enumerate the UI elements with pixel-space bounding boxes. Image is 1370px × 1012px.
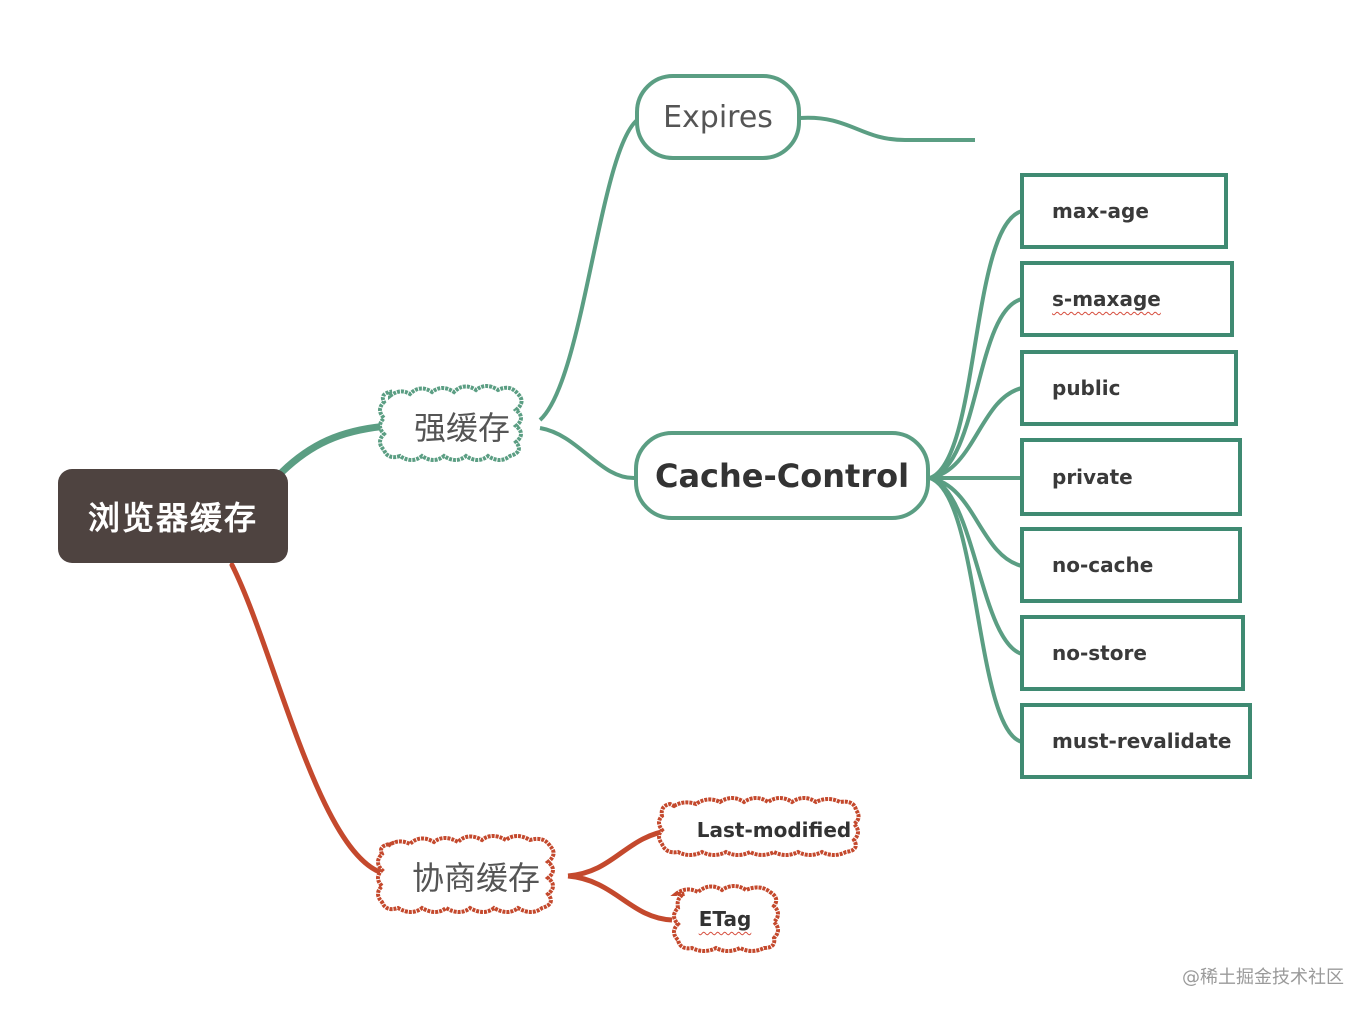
directive-label: must-revalidate — [1052, 729, 1232, 753]
cache-control-node[interactable]: Cache-Control — [634, 431, 930, 520]
etag-cloud — [670, 884, 780, 953]
directive-private[interactable]: private — [1020, 438, 1242, 516]
link-cachecontrol-directives — [929, 209, 1023, 744]
link-expires-tail — [799, 115, 975, 142]
last-modified-cloud — [657, 796, 861, 857]
link-strong-expires — [538, 116, 642, 422]
last-modified-label: Last-modified — [696, 818, 852, 842]
directive-label: max-age — [1052, 199, 1149, 223]
last-modified-node[interactable]: Last-modified — [669, 800, 879, 860]
link-root-negotiated — [229, 562, 389, 877]
root-label: 浏览器缓存 — [87, 499, 258, 537]
directive-no-store[interactable]: no-store — [1020, 615, 1245, 691]
link-root-strong — [278, 422, 392, 476]
etag-node[interactable]: ETag — [669, 889, 781, 949]
negotiated-cache-cloud — [376, 834, 556, 914]
etag-label: ETag — [698, 907, 752, 931]
cache-control-label: Cache-Control — [654, 456, 910, 495]
link-negotiated-lastmodified — [567, 827, 673, 879]
watermark: @稀土掘金技术社区 — [1182, 967, 1344, 988]
directive-label: public — [1052, 376, 1121, 400]
directive-max-age[interactable]: max-age — [1020, 173, 1228, 249]
strong-cache-label: 强缓存 — [413, 409, 510, 447]
strong-cache-node[interactable]: 强缓存 — [385, 388, 539, 464]
link-strong-cachecontrol — [539, 426, 637, 481]
negotiated-cache-label: 协商缓存 — [411, 859, 540, 897]
directive-label: s-maxage — [1052, 287, 1161, 311]
directive-no-cache[interactable]: no-cache — [1020, 527, 1242, 603]
expires-node[interactable]: Expires — [635, 74, 801, 160]
directive-label: private — [1052, 465, 1133, 489]
strong-cache-cloud — [378, 384, 524, 462]
root-node-browser-cache[interactable]: 浏览器缓存 — [58, 469, 288, 563]
directive-s-maxage[interactable]: s-maxage — [1020, 261, 1234, 337]
directive-public[interactable]: public — [1020, 350, 1238, 426]
directive-label: no-store — [1052, 641, 1147, 665]
link-negotiated-etag — [567, 873, 673, 923]
directive-must-revalidate[interactable]: must-revalidate — [1020, 703, 1252, 779]
expires-label: Expires — [663, 99, 773, 135]
directive-label: no-cache — [1052, 553, 1154, 577]
negotiated-cache-node[interactable]: 协商缓存 — [382, 838, 570, 914]
